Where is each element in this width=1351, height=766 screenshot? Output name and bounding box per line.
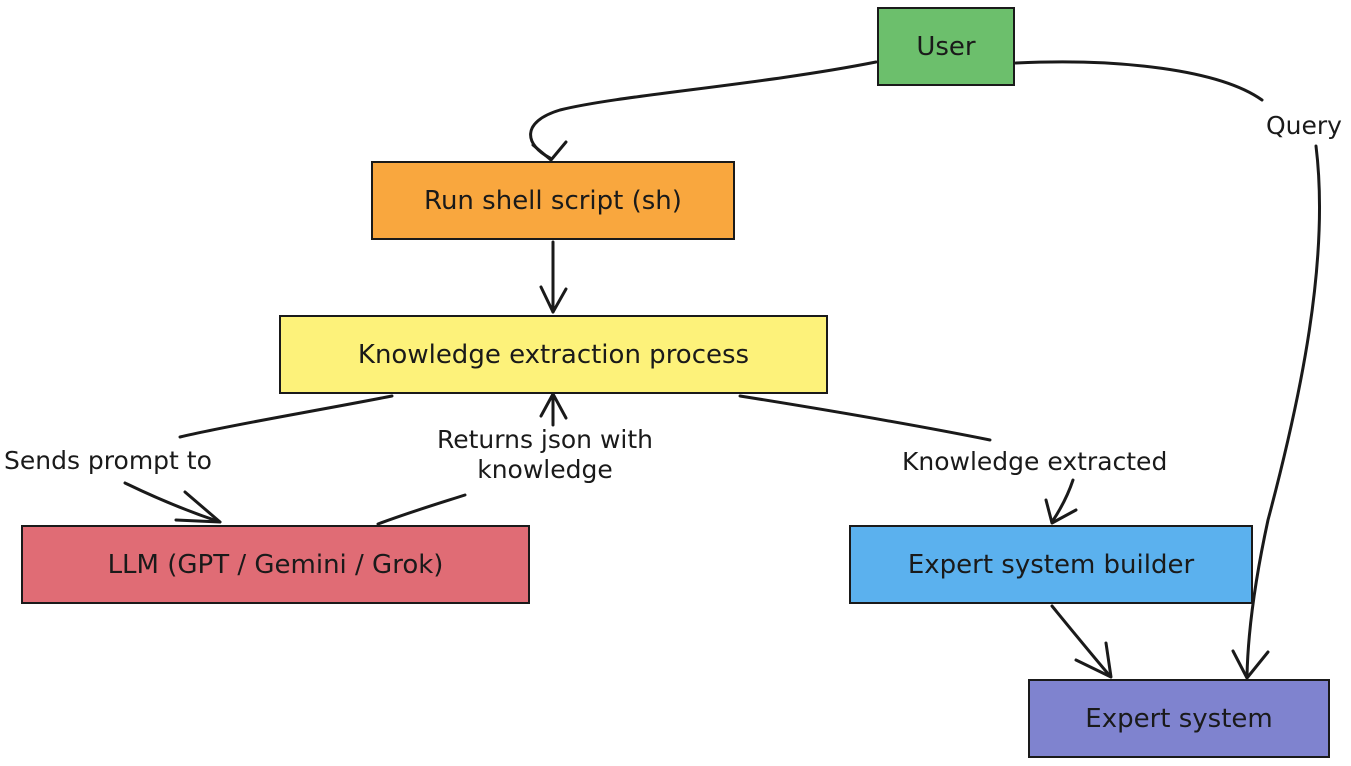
node-llm-label: LLM (GPT / Gemini / Grok) bbox=[107, 549, 444, 580]
node-expert-system-builder-label: Expert system builder bbox=[907, 549, 1195, 580]
node-llm: LLM (GPT / Gemini / Grok) bbox=[21, 525, 530, 604]
edge-knowledge-extracted bbox=[738, 394, 1078, 525]
edge-user-to-shell-script bbox=[529, 60, 878, 162]
edge-label-query: Query bbox=[1266, 111, 1342, 140]
edge-label-sends-prompt: Sends prompt to bbox=[4, 446, 212, 475]
node-user: User bbox=[877, 7, 1015, 86]
edge-query bbox=[1014, 60, 1321, 680]
node-expert-system: Expert system bbox=[1028, 679, 1330, 758]
edge-sends-prompt bbox=[123, 394, 394, 524]
edge-label-knowledge-extracted: Knowledge extracted bbox=[902, 447, 1168, 476]
edge-builder-to-expert-system bbox=[1050, 604, 1113, 679]
node-expert-system-label: Expert system bbox=[1085, 703, 1273, 734]
node-expert-system-builder: Expert system builder bbox=[849, 525, 1253, 604]
edge-label-returns-json-line1: Returns json with bbox=[436, 425, 654, 454]
edge-shell-script-to-extraction bbox=[539, 240, 568, 314]
node-knowledge-extraction-process: Knowledge extraction process bbox=[279, 315, 828, 394]
edge-label-returns-json: Returns json with knowledge bbox=[410, 425, 680, 485]
node-run-shell-script: Run shell script (sh) bbox=[371, 161, 735, 240]
node-user-label: User bbox=[916, 31, 976, 62]
node-knowledge-extraction-process-label: Knowledge extraction process bbox=[357, 339, 750, 370]
edge-returns-json bbox=[376, 392, 568, 526]
node-run-shell-script-label: Run shell script (sh) bbox=[424, 185, 682, 216]
edge-label-returns-json-line2: knowledge bbox=[477, 455, 613, 484]
